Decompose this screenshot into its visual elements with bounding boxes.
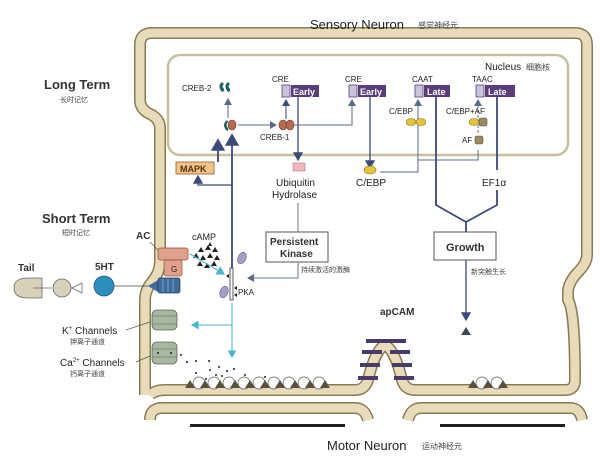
g-protein-icon [163,259,183,277]
growth-label: Growth [446,242,485,254]
ubiquitin-hydrolase-icon [292,162,306,172]
sensory-neuron-title: Sensory Neuron [310,17,404,32]
promoter-label: CRE [272,75,289,84]
promoter-box [281,84,291,98]
cebp-nucleus-label: C/EBP [389,107,413,116]
persistent-label: Persistent [270,237,319,248]
promoter-label: TAAC [472,75,493,84]
camp-label: cAMP [192,232,216,242]
ca-channels-cn: 钙离子通道 [70,369,105,378]
growth-label-cn: 新突触生长 [471,267,506,276]
sensory-neuron-title-cn: 感觉神经元 [418,20,458,30]
ca-channel-icon [151,341,178,365]
long-term-label-cn: 长时记忆 [60,95,88,104]
interneuron-terminal-icon [71,282,83,294]
nucleus-label-cn: 细胞核 [526,62,550,72]
gene-box [291,85,319,97]
k-channels-cn: 钾离子通道 [70,337,105,346]
gene-box [358,85,386,97]
serotonin-receptor-icon [157,277,181,294]
cebp-icon [363,165,377,175]
af-icon [474,135,484,145]
persistent-kinase-box [265,231,329,263]
apcam-label: apCAM [380,307,414,318]
motor-neuron-title-cn: 运动神经元 [422,441,462,451]
kinase-to-pka-arrow [247,262,299,282]
gene-cre-early-2: CRE Early [345,75,386,98]
short-term-label: Short Term [42,211,110,226]
creb-complex-icon [224,119,237,131]
ac-leader-line [149,241,159,251]
ac-label: AC [136,231,150,242]
ca-channels-label: Ca2+ Channels [60,358,125,369]
ubiquitin-label: Ubiquitin [276,178,315,189]
growth-pathway-lines [435,190,498,322]
promoter-label: CRE [345,75,362,84]
gene-cre-early-1: CRE Early [272,75,319,98]
ca-channels-leader [135,355,151,363]
pka-icon [219,252,247,301]
gene-box [424,85,450,97]
camp-molecules-icon [193,242,220,268]
adenylyl-cyclase-icon [157,247,189,261]
postsynaptic-density-right [440,424,565,427]
af-label: AF [462,136,472,145]
gene-taac-late: TAAC Late [472,75,515,98]
5ht-terminal-icon [148,280,158,292]
k-channels-label: K+ Channels [62,326,117,337]
pka-to-nucleus-arrows [192,133,240,300]
synaptic-vesicles-right [468,376,508,390]
cebp-af-label: C/EBP+AF [446,107,485,116]
tail-label: Tail [18,263,35,274]
long-term-label: Long Term [44,77,110,92]
creb1-label: CREB-1 [260,133,290,142]
ef1a-label: EF1α [482,178,506,189]
cebp-label: C/EBP [356,178,386,189]
promoter-label: CAAT [412,75,433,84]
growth-box [433,231,497,261]
synaptic-vesicles-left [185,376,330,390]
5ht-label: 5HT [95,262,114,273]
motor-neuron-membrane [144,402,588,427]
k-channel-icon [151,309,178,331]
g-protein-label: G [171,265,177,274]
5ht-neuron-icon [93,275,115,297]
gene-box [485,85,515,97]
gene-label: Late [488,87,507,97]
pka-to-channels-arrows [190,303,237,359]
promoter-box [414,84,424,98]
postsynaptic-density-left [190,424,345,427]
promoter-box [348,84,358,98]
cebp-af-complex-icon [468,117,488,127]
nucleus-label: Nucleus [485,62,521,73]
pka-label: PKA [238,288,255,297]
motor-neuron-title: Motor Neuron [327,438,406,453]
new-synapse-icon [461,327,471,335]
short-term-label-cn: 短时记忆 [62,228,90,237]
nucleus-boundary [166,53,570,157]
kinase-label: Kinase [280,249,313,260]
persistent-kinase-cn: 持续激活的激酶 [301,265,350,274]
cebp-dimer-icon [405,118,427,126]
mapk-label: MAPK [180,164,207,174]
creb2-icon [219,82,231,92]
gene-label: Early [360,87,382,97]
creb1-icon [278,119,295,131]
gene-label: Early [293,87,315,97]
gene-caat-late: CAAT Late [412,75,450,98]
nuclear-pathway-arrows [224,97,498,205]
interneuron-icon [52,278,72,298]
k-channels-leader [125,321,151,331]
creb2-label: CREB-2 [182,84,212,93]
mapk-box [175,161,215,175]
hydrolase-label: Hydrolase [272,190,317,201]
apcam-icon [358,339,414,380]
gene-label: Late [427,87,446,97]
promoter-box [475,84,485,98]
camp-to-pka-arrow [189,253,226,275]
